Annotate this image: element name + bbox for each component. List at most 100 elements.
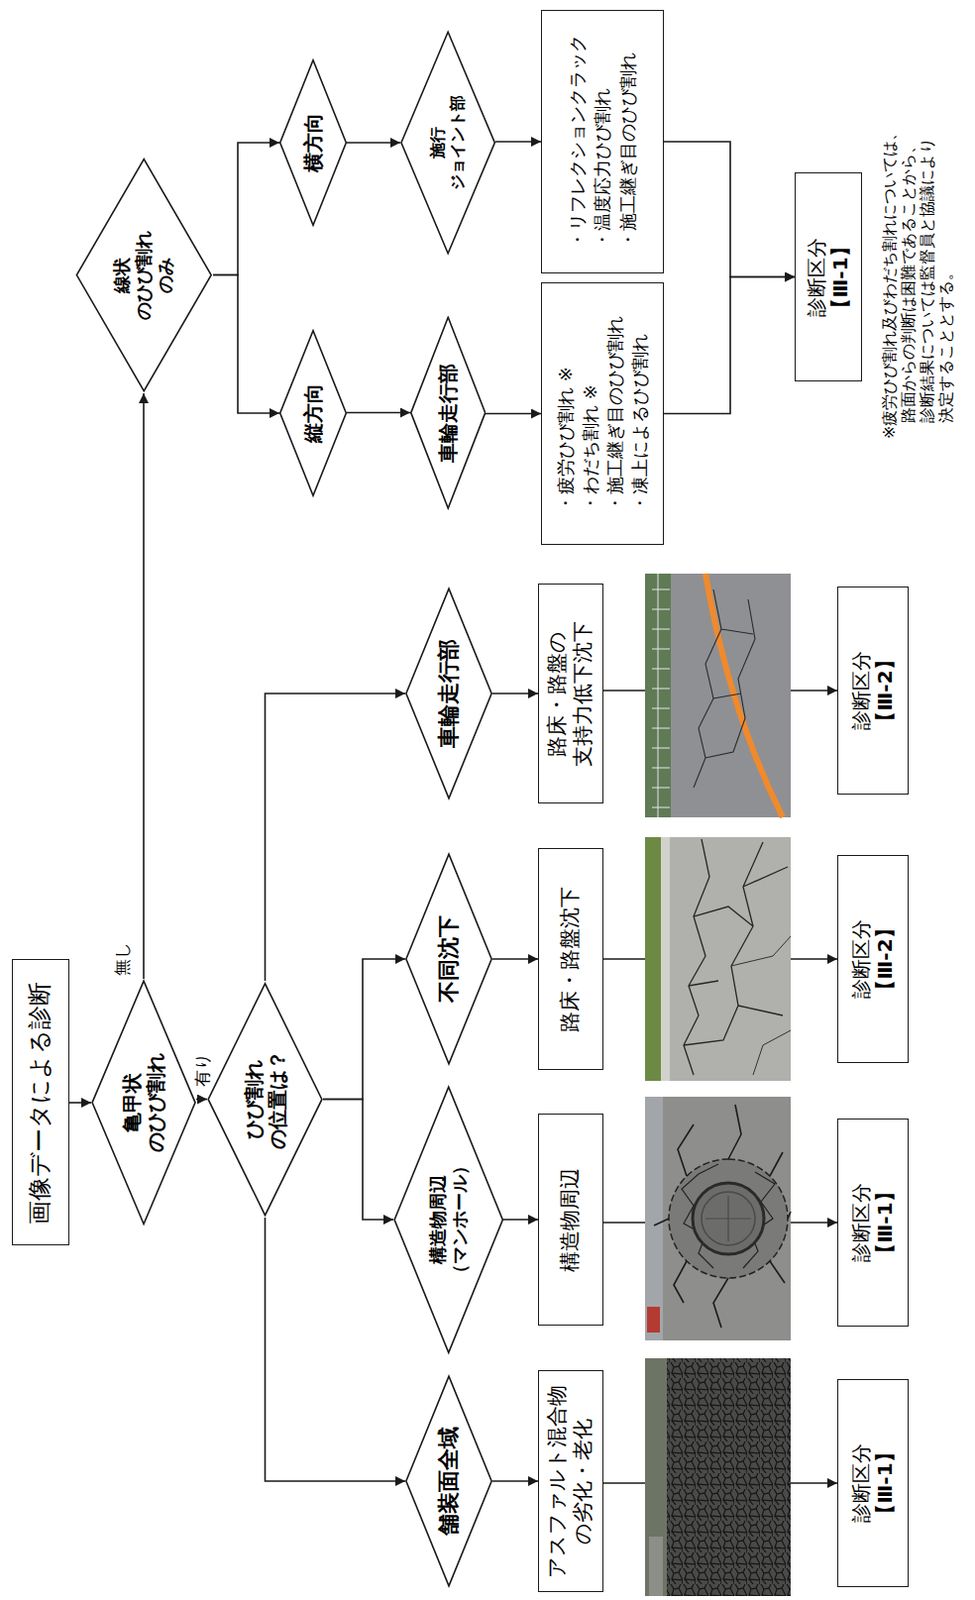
text-block: 亀甲状 のひび割れ (119, 1053, 169, 1153)
text-line: 【Ⅲ-1】 (872, 1182, 897, 1263)
road-photo (645, 1096, 791, 1341)
text-block: 路床・路盤沈下 (557, 886, 584, 1033)
text-block: ひび割れ の位置は？ (241, 1050, 291, 1150)
text-line: 画像データによる診断 (25, 981, 55, 1225)
node-text: ・施工継ぎ目のひび割れ (602, 316, 628, 513)
node-text: 不同沈下 (435, 915, 463, 1003)
text-block: 車輪走行部 (435, 363, 460, 463)
text-line: 線状 (110, 230, 133, 321)
diamond-shape (406, 854, 492, 1065)
diamond-shape (406, 588, 492, 799)
node-text: 施行 ジョイント部 (428, 95, 467, 191)
diamond-shape (406, 1376, 492, 1587)
text-line: 【Ⅲ-2】 (872, 650, 897, 731)
connector (213, 275, 280, 415)
decision-diamond: 不同沈下 (405, 852, 493, 1067)
text-line: ・凍上によるひび割れ (627, 333, 652, 513)
text-line: アスファルト混合物 (544, 1385, 571, 1579)
node-text: 線状 のひび割れ のみ (110, 230, 177, 321)
connector (142, 393, 145, 979)
text-line: 支持力低下沈下 (570, 621, 597, 767)
road-photo (645, 573, 791, 818)
text-line: のみ (154, 230, 177, 321)
footnote: ※疲労ひび割れ及びわだち割れについては、 路面からの判断は困難であることから、 … (880, 124, 957, 439)
text-block: 画像データによる診断 (25, 981, 55, 1225)
node-text: 構造物周辺 (557, 1168, 584, 1273)
text-block: 車輪走行部 (435, 639, 463, 749)
result-box: 診断区分 【Ⅲ-1】 (794, 173, 863, 383)
decision-diamond: 線状 のひび割れ のみ (75, 157, 214, 395)
node-text: 診断区分 【Ⅲ-2】 (849, 650, 898, 731)
text-block: ・リフレクションクラック・温度応力ひび割れ・施工継ぎ目のひび割れ (564, 34, 641, 249)
text-line: 診断区分 (849, 918, 873, 999)
text-line: ・疲労ひび割れ ※ (552, 366, 578, 513)
node-text: 診断区分 【Ⅲ-1】 (849, 1442, 898, 1523)
decision-diamond: 車輪走行部 (410, 316, 486, 512)
text-block: 路床・路盤の 支持力低下沈下 (544, 621, 596, 767)
connector (323, 959, 406, 1100)
text-block: 横方向 (301, 112, 325, 173)
diamond-shape (280, 60, 347, 226)
text-block: 施行 ジョイント部 (428, 95, 467, 191)
connector (492, 692, 539, 695)
connector (265, 1217, 407, 1482)
diamond-shape (92, 980, 196, 1224)
node-text: ・わだち割れ ※ (577, 384, 603, 513)
text-line: ジョイント部 (447, 95, 468, 191)
text-line: 構造物周辺 (557, 1168, 584, 1273)
text-line: 不同沈下 (435, 915, 463, 1003)
text-block: 診断区分 【Ⅲ-2】 (849, 918, 898, 999)
connector (492, 1480, 539, 1483)
node-text: アスファルト混合物 の劣化・老化 (544, 1385, 596, 1579)
text-line: 【Ⅲ-1】 (828, 236, 853, 318)
node-text: 診断区分 【Ⅲ-1】 (804, 236, 854, 318)
decision-diamond: ひび割れ の位置は？ (207, 981, 324, 1219)
title-box: 画像データによる診断 (11, 960, 70, 1247)
diamond-shape (209, 983, 324, 1216)
node-text: 路床・路盤の 支持力低下沈下 (544, 621, 596, 767)
text-line: ・リフレクションクラック (564, 34, 590, 249)
text-line: 診断区分 (849, 650, 873, 731)
text-line: ※疲労ひび割れ及びわだち割れについては、 (880, 124, 900, 439)
text-block: 診断区分 【Ⅲ-1】 (804, 236, 854, 318)
decision-diamond: 車輪走行部 (405, 586, 493, 801)
text-line: 診断結果については監督員と協議により (918, 124, 938, 439)
text-block: 線状 のひび割れ のみ (110, 230, 177, 321)
connector (663, 141, 795, 278)
connector (492, 958, 539, 961)
text-line: 路床・路盤の (544, 621, 571, 767)
connector (503, 1218, 539, 1221)
cause-box: 構造物周辺 (538, 1113, 604, 1326)
text-line: 【Ⅲ-1】 (872, 1442, 897, 1523)
result-box: 診断区分 【Ⅲ-1】 (837, 1118, 909, 1327)
cause-box: 路床・路盤の 支持力低下沈下 (538, 583, 604, 804)
connector (346, 141, 401, 144)
diamond-shape (280, 330, 347, 497)
text-line: 路床・路盤沈下 (557, 886, 584, 1033)
text-block: アスファルト混合物 の劣化・老化 (544, 1385, 596, 1579)
result-box: 診断区分 【Ⅲ-2】 (837, 586, 909, 795)
node-text: 車輪走行部 (435, 363, 460, 463)
decision-diamond: 施行 ジョイント部 (400, 29, 496, 256)
diamond-shape (394, 1086, 503, 1353)
road-photo (645, 1358, 791, 1597)
text-line: の劣化・老化 (570, 1385, 597, 1579)
connector (69, 1101, 92, 1104)
text-block: 構造物周辺 (557, 1168, 584, 1273)
decision-diamond: 舗装面全域 (405, 1374, 493, 1589)
text-line: 路面からの判断は困難であることから、 (899, 124, 919, 439)
text-line: 縦方向 (301, 383, 325, 443)
text-line: ・わだち割れ ※ (577, 384, 603, 513)
result-box: 診断区分 【Ⅲ-1】 (837, 1379, 909, 1588)
node-text: 横方向 (301, 112, 325, 173)
node-text: ・疲労ひび割れ ※ (552, 366, 578, 513)
node-text: ・リフレクションクラック (564, 34, 590, 249)
text-line: 【Ⅲ-2】 (872, 918, 897, 999)
connector (265, 693, 407, 981)
text-line: の位置は？ (265, 1050, 290, 1150)
text-line: ひび割れ (241, 1050, 266, 1150)
cause-box: アスファルト混合物 の劣化・老化 (538, 1370, 604, 1593)
node-text: 構造物周辺 （マンホール） (427, 1157, 471, 1283)
result-box: 診断区分 【Ⅲ-2】 (837, 855, 909, 1064)
